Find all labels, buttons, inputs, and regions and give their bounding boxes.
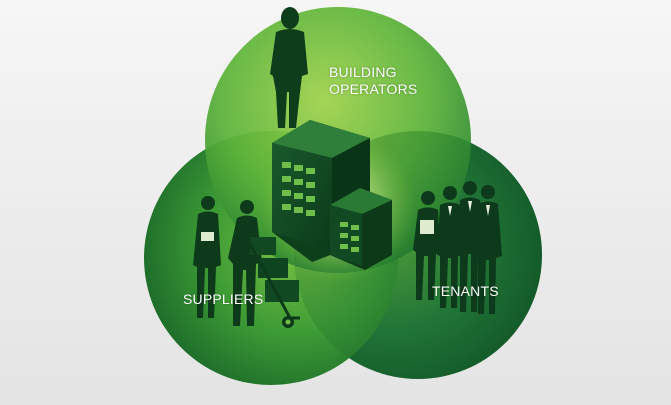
suppliers-label: SUPPLIERS [183,291,263,308]
tenants-label: TENANTS [432,283,499,300]
suppliers-silhouette [193,196,300,328]
office-building-icon [272,120,392,270]
building-operators-label-line2: OPERATORS [329,81,418,97]
tenants-group-silhouette [413,181,502,314]
building-operator-silhouette [270,7,308,128]
tenants-label-text: TENANTS [432,283,499,299]
hand-truck-icon [246,237,300,328]
building-operators-label: BUILDING OPERATORS [329,64,417,98]
building-operators-label-line1: BUILDING [329,64,397,80]
suppliers-label-text: SUPPLIERS [183,291,264,307]
